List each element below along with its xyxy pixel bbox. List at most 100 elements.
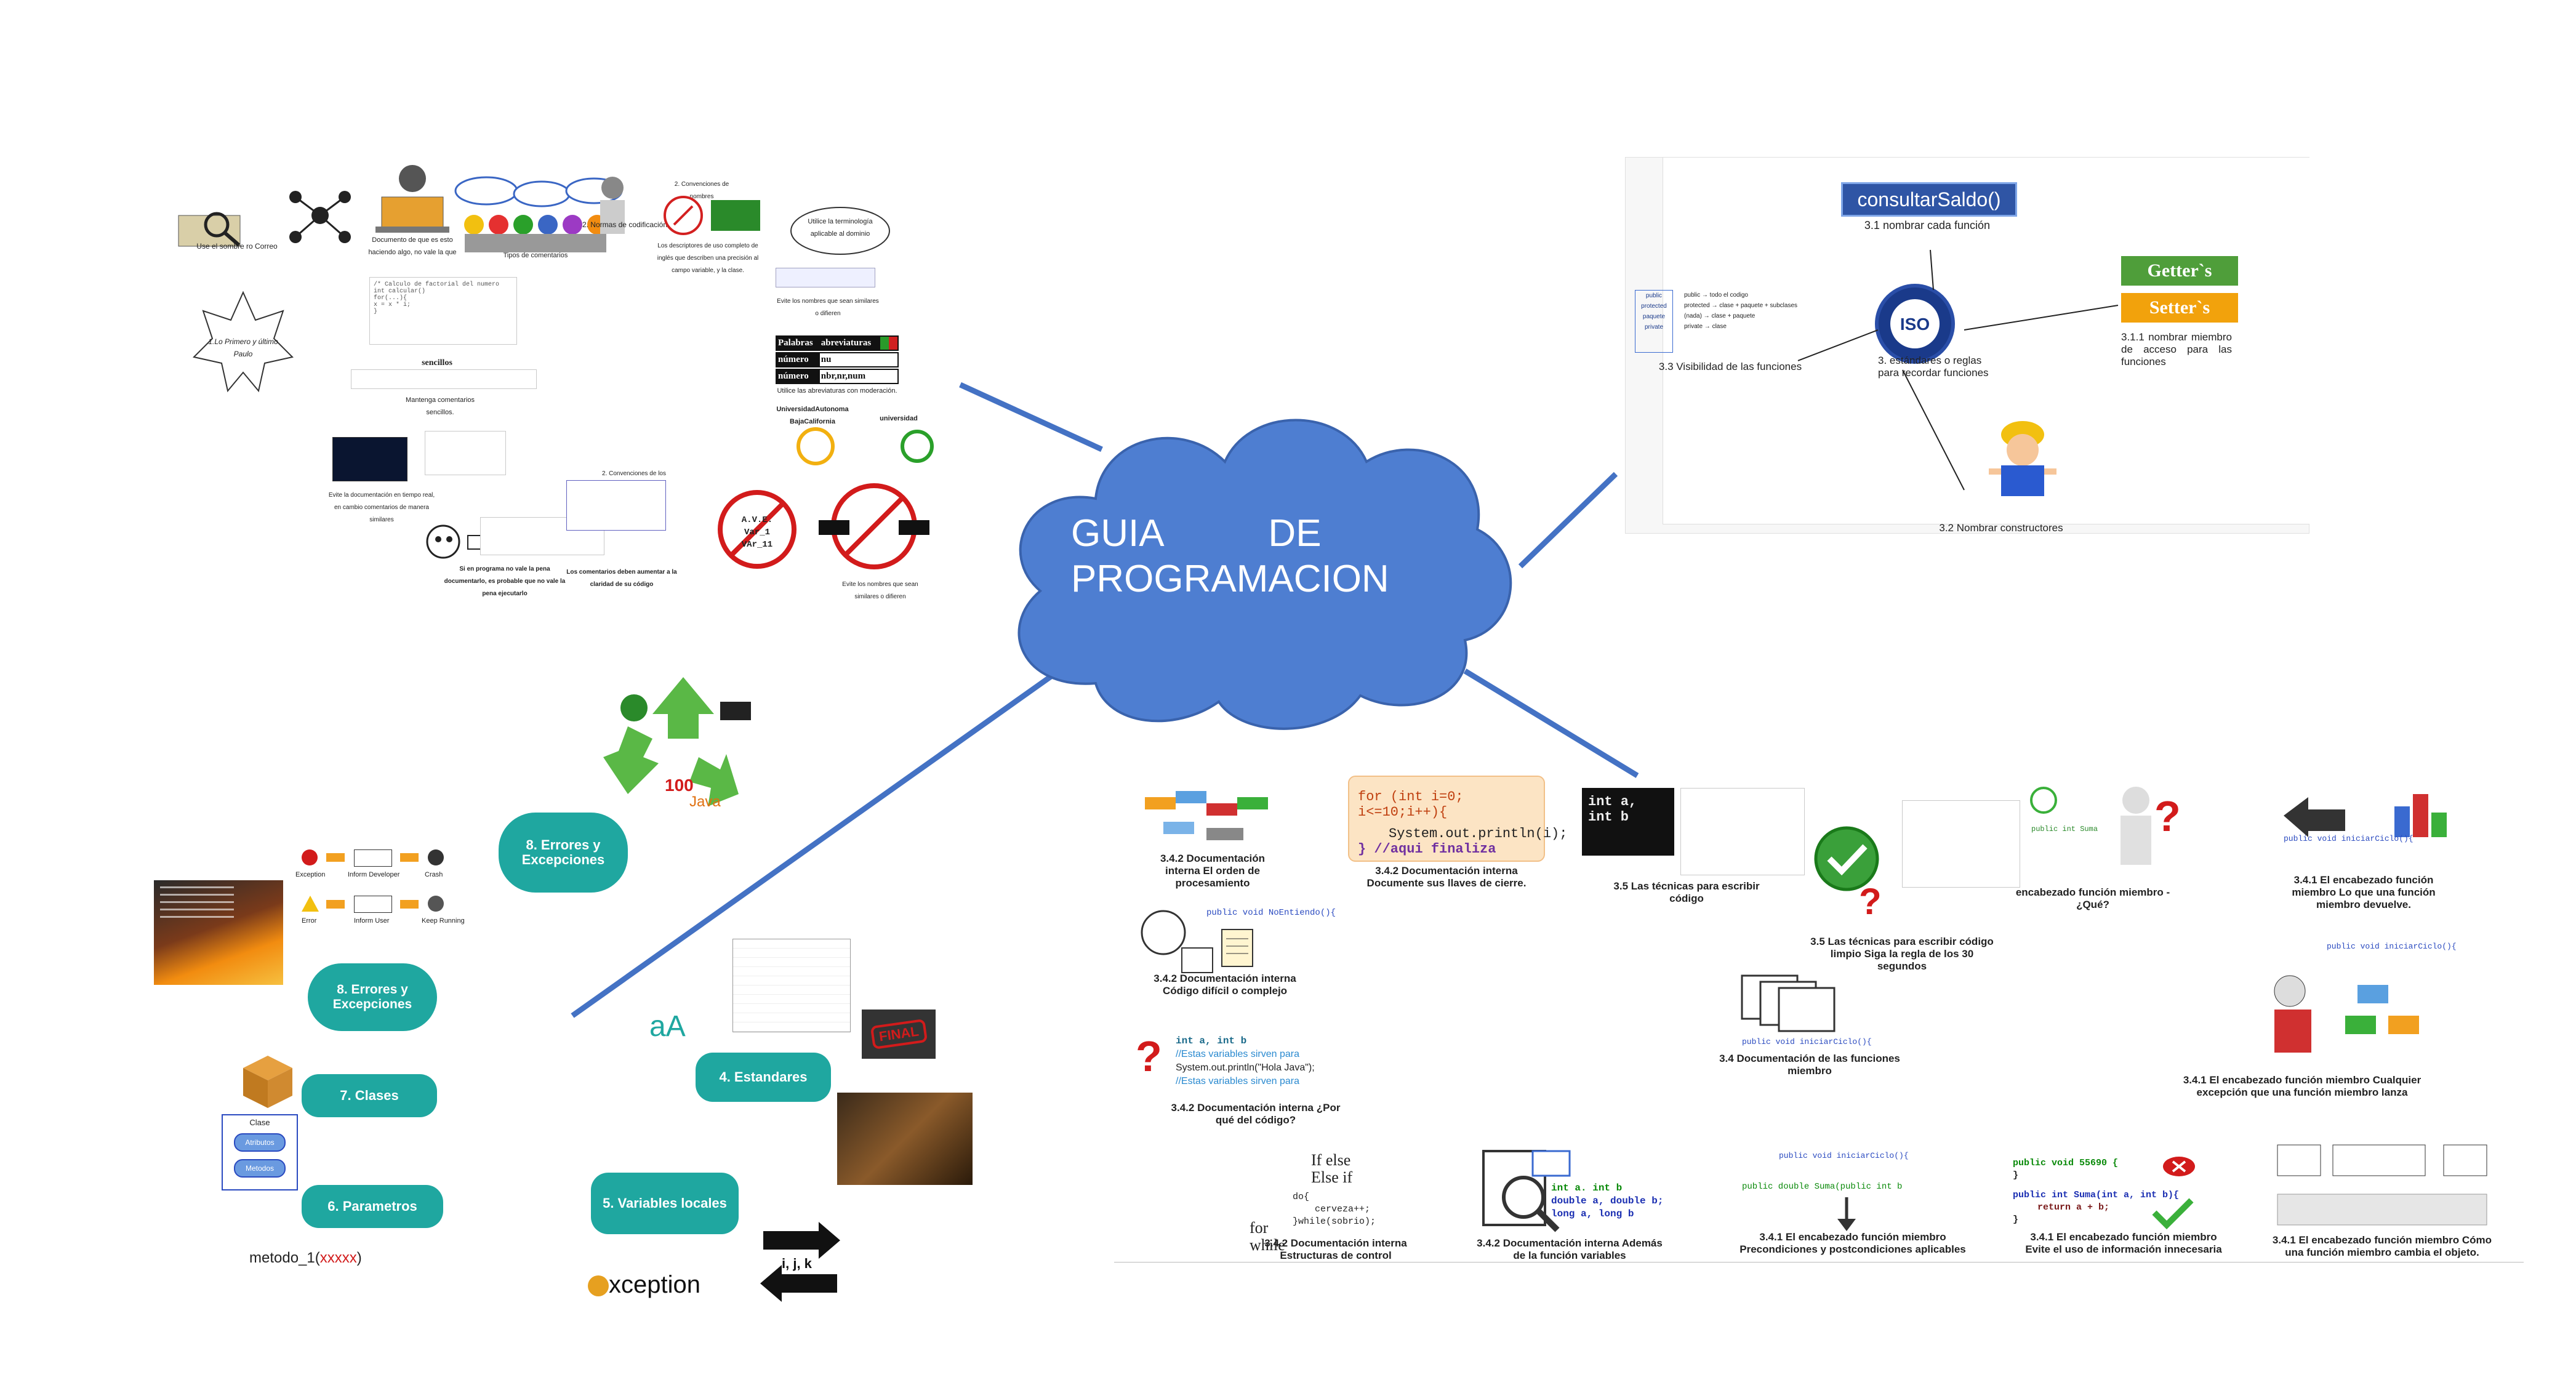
branch-line-bottom-right <box>1463 668 1639 778</box>
vis-desc: (nada) → clase + paquete <box>1684 313 1755 319</box>
search-screenshot <box>776 268 875 287</box>
exception-logo: xception <box>588 1271 700 1299</box>
estandares4-node[interactable]: 4. Estandares <box>696 1053 831 1102</box>
comment-line-2: //Estas variables sirven para <box>1176 1076 1299 1086</box>
library-image <box>837 1093 973 1185</box>
flow-label: Crash <box>425 871 443 878</box>
inner-panel <box>1663 158 2309 524</box>
code-screenshot-2 <box>1902 800 2020 888</box>
descriptores-caption: Los descriptores de uso completo de ingl… <box>657 243 759 274</box>
errores8-bottom-node[interactable]: 8. Errores y Excepciones <box>308 963 437 1031</box>
document-icon <box>1221 929 1253 967</box>
metodo-end: ) <box>356 1250 362 1266</box>
table-row-1: número nu <box>776 352 899 367</box>
evite-caption: Evite los nombres que sean similares o d… <box>777 298 879 317</box>
metodos-node: Metodos <box>234 1159 286 1178</box>
si-programa-caption: Si en programa no vale la pena documenta… <box>444 566 566 597</box>
public-suma-code: public void 55690 { } public int Suma(in… <box>2013 1157 2210 1226</box>
colored-code-icon: public int Suma <box>2030 787 2098 833</box>
magnifier-doc-icon <box>1482 1150 1571 1232</box>
while-word: while <box>1250 1236 1285 1254</box>
atributos-node: Atributos <box>234 1133 286 1152</box>
doc-dificil: 3.4.2 Documentación interna Código difíc… <box>1154 973 1296 997</box>
visibility-desc: public → todo el codigo protected → clas… <box>1684 290 1807 332</box>
doc-miembro: 3.4 Documentación de las funciones miemb… <box>1719 1053 1900 1077</box>
for-word: for <box>1250 1219 1269 1237</box>
code-window <box>425 431 506 475</box>
iso-text: ISO <box>1900 315 1930 334</box>
do-while-code: do{ cerveza++; }while(sobrio); <box>1293 1191 1416 1228</box>
class-diagram: Clase Atributos Metodos <box>222 1114 298 1190</box>
visibilidad-caption: 3.3 Visibilidad de las funciones <box>1658 361 1802 372</box>
aA-label: aA <box>649 1010 686 1043</box>
flow-label: Error <box>302 917 317 925</box>
svg-text:?: ? <box>1859 881 1882 922</box>
laptop-person-icon <box>375 165 449 233</box>
flow-label: Inform Developer <box>348 871 400 878</box>
table-cell: nu <box>819 353 897 366</box>
svg-text:100: 100 <box>665 776 694 795</box>
center-title-line1: GUIA DE <box>1071 512 1322 555</box>
parametros6-node[interactable]: 6. Parametros <box>302 1185 443 1228</box>
central-cloud <box>1017 419 1512 730</box>
normas-caption: 2. Normas de codificación <box>582 220 668 229</box>
vis-paquete: paquete <box>1642 313 1666 320</box>
if-else-word: If else <box>1311 1151 1351 1169</box>
tecnicas2-caption: 3.5 Las técnicas para escribir código li… <box>1810 936 1994 972</box>
flow-label: Exception <box>295 871 326 878</box>
presenter-icon <box>600 177 625 234</box>
table-cell: número <box>778 371 809 381</box>
naming-window <box>566 480 666 531</box>
stacked-docs-icon <box>1741 974 1836 1032</box>
los-comentarios-caption: Los comentarios deben aumentar a la clar… <box>566 569 677 588</box>
univ2-caption: universidad <box>880 415 918 422</box>
brace-line-2: } <box>2013 1214 2019 1225</box>
mantenga-caption: Mantenga comentarios sencillos. <box>406 396 475 416</box>
evite-info-caption: 3.4.1 El encabezado función miembro Evit… <box>2025 1231 2222 1255</box>
nombrar-constructores: 3.2 Nombrar constructores <box>1939 522 2063 534</box>
println-line-2: System.out.println("Hola Java"); <box>1176 1062 1315 1073</box>
code-snippet: /* Calculo de factorial del numero int c… <box>369 277 517 345</box>
code-line: for(...){ <box>374 295 407 302</box>
public-int-suma-line: public int Suma(int a, int b){ <box>2013 1190 2180 1200</box>
vis-public: public <box>1645 292 1663 299</box>
flow-arrow-icon <box>326 900 345 909</box>
comment-line: } //aqui finaliza <box>1358 841 1496 857</box>
green-check-icon <box>2152 1198 2194 1230</box>
public-iniciar-bottom: public void iniciarCiclo(){ <box>1779 1151 1909 1160</box>
flow-exception-icon <box>302 849 318 865</box>
naming-compare-icon <box>664 196 760 235</box>
exception-e-icon <box>588 1275 609 1297</box>
return-line: return a + b; <box>2037 1202 2110 1213</box>
abbrev-table: Palabras abreviaturas número nu número n… <box>776 335 899 384</box>
refresh-loop-icon: i, j, k <box>760 1222 840 1302</box>
doc-variables: 3.4.2 Documentación interna Además de la… <box>1477 1237 1663 1261</box>
checkmark-badge-icon <box>1814 826 1879 891</box>
prohibited-var-icon <box>718 490 796 569</box>
fire-text <box>160 886 234 923</box>
variables5-node[interactable]: 5. Variables locales <box>591 1173 739 1234</box>
exception-text: xception <box>609 1271 700 1298</box>
metodo-name: metodo_1( <box>249 1250 320 1266</box>
box-icon <box>243 1056 292 1108</box>
top-right-panel: consultarSaldo() 3.1 nombrar cada funció… <box>1625 157 2309 534</box>
vis-desc: protected → clase + paquete + subclases <box>1684 302 1798 309</box>
int-ab-text: int a, int b <box>1588 794 1668 825</box>
cambia-caption: 3.4.1 El encabezado función miembro Cómo… <box>2272 1234 2492 1258</box>
brace-line: } <box>2013 1170 2019 1181</box>
nombrar-funcion: 3.1 nombrar cada función <box>1864 219 1991 231</box>
svg-text:public int Suma: public int Suma <box>2031 825 2098 833</box>
encabezado-devuelve: 3.4.1 El encabezado función miembro Lo q… <box>2292 874 2436 910</box>
branch-line-bottom-left <box>571 668 1061 1018</box>
clases7-node[interactable]: 7. Clases <box>302 1074 437 1117</box>
errores8-top-node[interactable]: 8. Errores y Excepciones <box>499 813 628 893</box>
flow-dialog-icon <box>354 849 392 867</box>
doc-porque: 3.4.2 Documentación interna ¿Por qué del… <box>1171 1102 1341 1126</box>
do-line: do{ <box>1293 1192 1310 1202</box>
univ1-caption: UniversidadAutonoma BajaCalifornia <box>776 406 849 425</box>
suma-code: public double Suma(public int b <box>1742 1182 1903 1192</box>
question-person-icon: ? <box>1859 881 1882 922</box>
vis-protected: protected <box>1641 303 1667 310</box>
var-line-1: int a. int b <box>1551 1182 1623 1194</box>
hint-terminologia: Utilice la terminología aplicable al dom… <box>808 218 873 238</box>
